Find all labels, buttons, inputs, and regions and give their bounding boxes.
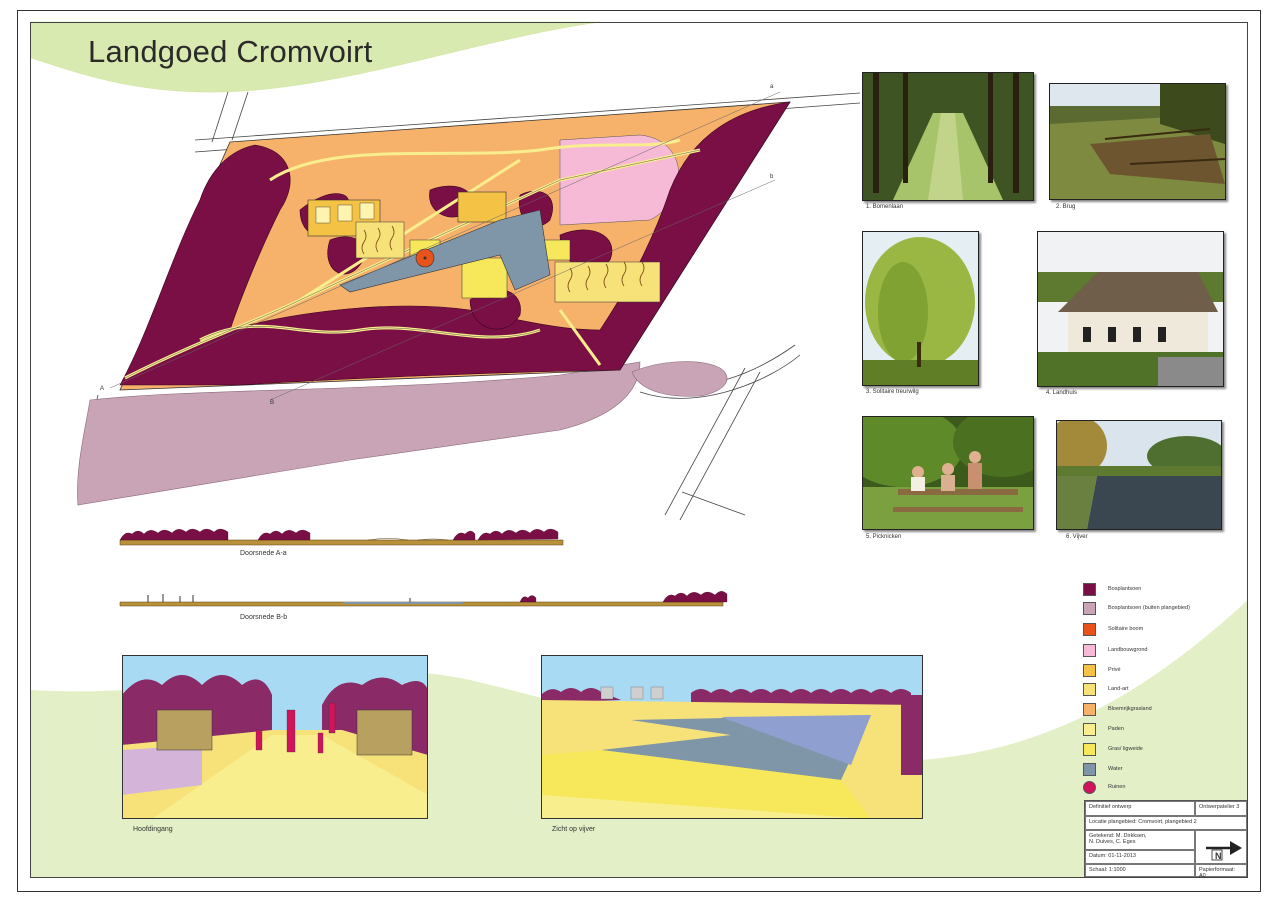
photo-caption-1: 1. Bomenlaan [866,204,904,210]
title-block-drawn-by-1: Getekend: M. Dirkksen, [1089,833,1147,839]
section-label-b: Doorsnede B-b [240,614,288,621]
drawing-frame [30,22,1248,878]
legend-label: Land-art [1108,686,1129,692]
legend-label: Bosplantsoen [1108,586,1142,592]
legend-label: Bloemrijkgrasland [1108,706,1152,712]
cross-section-b [119,591,728,607]
marker-a: a [770,84,774,90]
legend-item-bloemrijkgrasland: Bloemrijkgrasland [1083,703,1253,717]
view-pond [541,655,923,819]
title-block-format: Papierformaat: A0 [1195,864,1247,879]
legend-swatch [1083,602,1096,615]
marker-b: b [770,174,774,180]
section-lines [109,91,781,401]
legend-swatch [1083,583,1096,596]
view-label-pond: Zicht op vijver [552,826,596,833]
photo-caption-6: 6. Vijver [1066,534,1088,540]
photo-vijver [1056,420,1222,530]
photo-caption-5: 5. Picknicken [866,534,902,540]
legend-swatch [1083,623,1096,636]
title-block-location: Locatie plangebied: Cromvoirt, plangebie… [1085,816,1247,830]
legend-item-prive: Privé [1083,664,1253,678]
photo-brug [1049,83,1226,200]
legend-label: Bosplantsoen (buiten plangebied) [1108,605,1190,611]
legend-label: Paden [1108,726,1124,732]
legend-item-paden: Paden [1083,723,1253,737]
legend-swatch [1083,644,1096,657]
cross-section-a [119,528,564,546]
legend-item-landbouwgrond: Landbouwgrond [1083,644,1253,658]
agriculture-field [559,134,680,226]
title-block-atelier: Ontwerpatelier 3 [1195,801,1247,816]
legend-item-gras-ligweide: Gras/ ligweide [1083,743,1253,757]
title-block-drawn-by: Getekend: M. Dirkksen, N. Duives, C. Ege… [1085,830,1195,850]
legend-label: Ruinen [1108,784,1126,790]
photo-caption-4: 4. Landhuis [1046,390,1078,396]
drawing-title: Landgoed Cromvoirt [88,34,373,69]
legend-swatch [1083,664,1096,677]
legend-item-water: Water [1083,763,1253,777]
photo-landhuis [1037,231,1224,387]
section-label-a: Doorsnede A-a [240,550,287,557]
photo-picknicken [862,416,1034,530]
marker-B: B [270,400,274,406]
legend-item-bosplantsoen-buiten: Bosplantsoen (buiten plangebied) [1083,602,1253,616]
legend-item-ruinen: Ruinen [1083,781,1253,795]
title-block-design: Definitief ontwerp [1085,801,1195,816]
land-art [355,221,661,303]
legend-label: Water [1108,766,1123,772]
title-block: Definitief ontwerp Ontwerpatelier 3 Loca… [1084,800,1247,879]
legend-swatch [1083,743,1096,756]
title-block-date: Datum: 01-11-2013 [1085,850,1195,864]
legend-item-land-art: Land-art [1083,683,1253,697]
legend-swatch [1083,703,1096,716]
marker-A: A [100,386,104,392]
legend-label: Privé [1108,667,1121,673]
legend-item-bosplantsoen: Bosplantsoen [1083,583,1253,597]
water-pond [339,209,551,293]
legend-swatch [1083,763,1096,776]
legend-label: Solitaire boom [1108,626,1144,632]
legend-swatch [1083,723,1096,736]
legend-label: Landbouwgrond [1108,647,1148,653]
photo-bomenlaan [862,72,1034,201]
view-label-entrance: Hoofdingang [133,826,173,833]
legend-swatch [1083,683,1096,696]
forest-outside-east [631,361,728,397]
photo-caption-3: 3. Solitaire treurwilg [866,389,919,395]
legend-item-solitaire-boom: Solitaire boom [1083,623,1253,637]
legend-label: Gras/ ligweide [1108,746,1143,752]
photo-treurwilg [862,231,979,386]
view-main-entrance [122,655,428,819]
title-block-scale: Schaal: 1:1000 [1085,864,1195,877]
north-arrow: N [1195,830,1247,864]
photo-caption-2: 2. Brug [1056,204,1076,210]
north-arrow-label: N [1215,851,1222,861]
legend-swatch [1083,781,1096,794]
title-block-drawn-by-2: N. Duives, C. Eges [1089,839,1136,845]
